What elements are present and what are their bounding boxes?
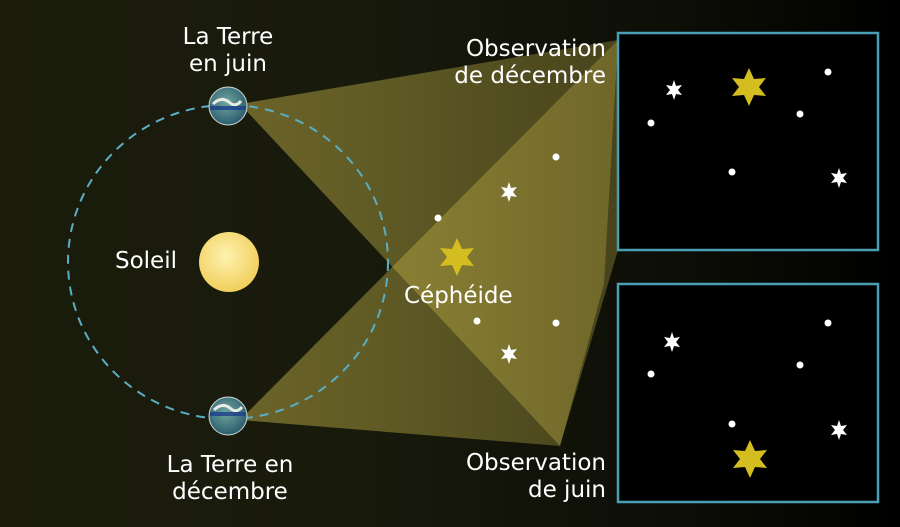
earth-december-label: La Terre en décembre	[150, 452, 310, 506]
field-star-sparkle	[501, 344, 517, 364]
cepheid-star	[440, 238, 474, 276]
panel-december-observation	[616, 31, 880, 252]
earth-december-label-line1: La Terre en	[166, 452, 294, 478]
sun-label: Soleil	[115, 248, 177, 274]
sun	[199, 232, 259, 292]
obs-december-label-line1: Observation	[465, 36, 606, 62]
earth-june-label-line1: La Terre	[182, 24, 274, 50]
field-star-sparkle	[501, 182, 517, 202]
obs-december-label-line2: de décembre	[454, 63, 606, 89]
field-star	[434, 214, 442, 222]
earth-june	[208, 86, 248, 126]
cepheid-label: Céphéide	[404, 283, 513, 309]
obs-june-label-line2: de juin	[528, 477, 606, 503]
obs-june-label-line1: Observation	[465, 450, 606, 476]
panel-june-observation	[616, 282, 880, 504]
earth-june-label: La Terre en juin	[168, 24, 288, 78]
obs-december-label: Observation de décembre	[400, 36, 606, 90]
earth-december-label-line2: décembre	[172, 479, 288, 505]
earth-june-label-line2: en juin	[189, 51, 267, 77]
field-star	[552, 319, 560, 327]
obs-june-label: Observation de juin	[400, 450, 606, 504]
earth-december	[208, 396, 248, 436]
field-star	[473, 317, 481, 325]
field-star	[552, 153, 560, 161]
sight-cone-december-earth	[240, 40, 618, 446]
